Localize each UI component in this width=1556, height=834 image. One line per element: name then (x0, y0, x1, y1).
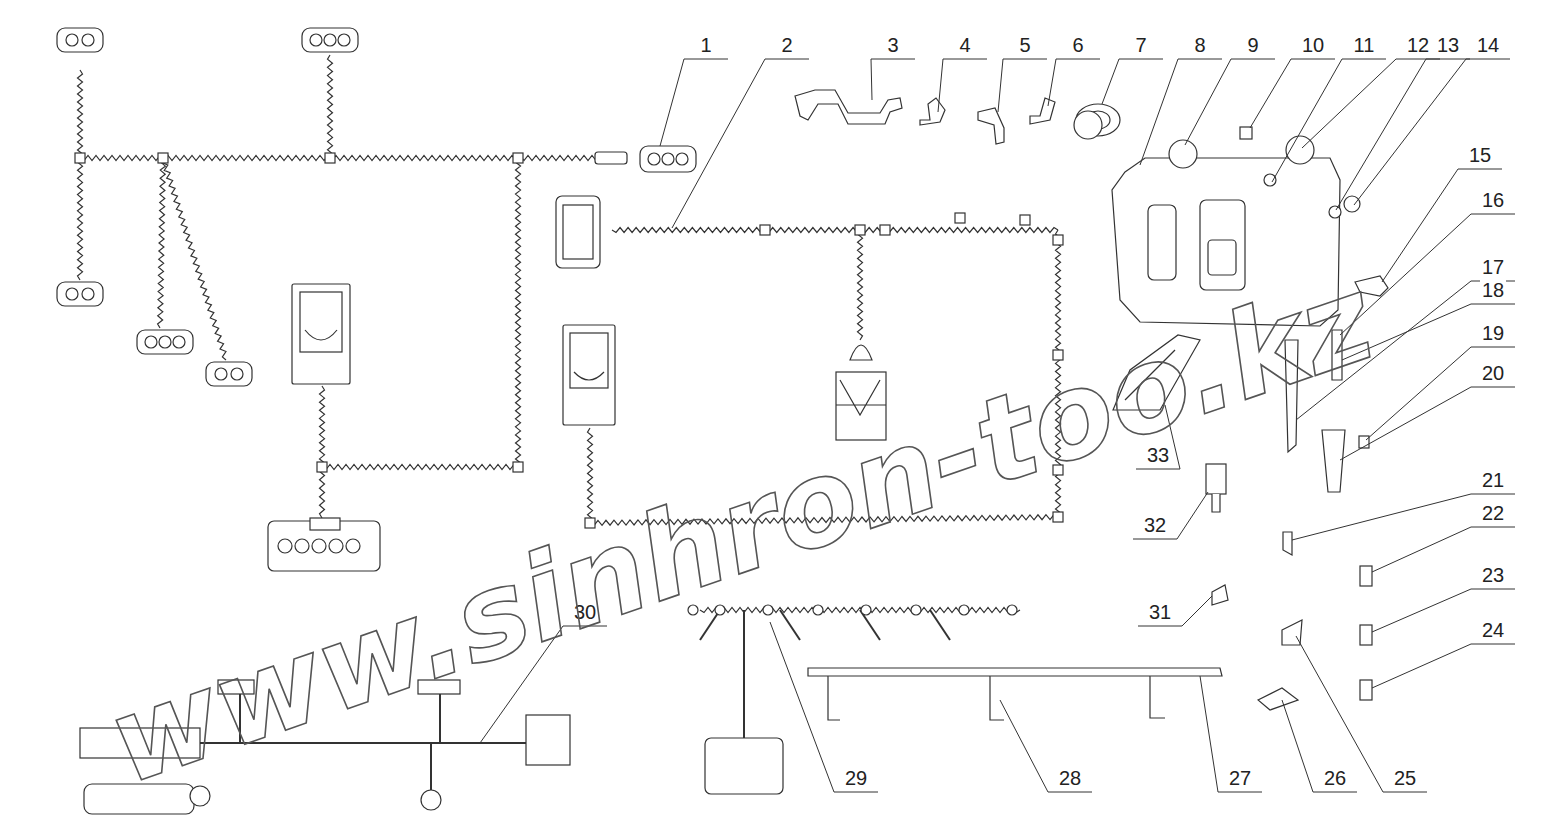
leader-line (1048, 59, 1100, 106)
wire (320, 467, 325, 518)
callout-number: 13 (1435, 34, 1461, 56)
callout-number: 7 (1133, 34, 1148, 56)
wire (858, 230, 863, 340)
wire (328, 55, 333, 158)
clip (317, 462, 327, 472)
clip (955, 213, 965, 223)
callout-number: 10 (1300, 34, 1326, 56)
terminal-eye (1007, 605, 1017, 615)
callout-number: 4 (957, 34, 972, 56)
wire (439, 694, 441, 743)
callout-number: 28 (1057, 767, 1083, 789)
callout-number: 17 (1480, 256, 1506, 278)
wire (516, 158, 521, 467)
leader-line (1336, 59, 1470, 210)
terminal-eye (715, 605, 725, 615)
callout-number: 3 (885, 34, 900, 56)
callout-number: 8 (1192, 34, 1207, 56)
leader-line (1292, 494, 1515, 540)
callout-number: 23 (1480, 564, 1506, 586)
callout-number: 14 (1475, 34, 1501, 56)
terminal-eye (763, 605, 773, 615)
leader-line (998, 59, 1047, 112)
leader-line (1302, 59, 1440, 148)
leader-line (1200, 676, 1262, 792)
callout-number: 20 (1480, 362, 1506, 384)
wire (320, 386, 325, 467)
clip (325, 153, 335, 163)
wire (78, 70, 83, 158)
callout-number: 29 (843, 767, 869, 789)
callout-number: 2 (779, 34, 794, 56)
callout-number: 21 (1480, 469, 1506, 491)
clip (880, 225, 890, 235)
callout-number: 18 (1480, 279, 1506, 301)
clip (513, 153, 523, 163)
leader-line (1282, 700, 1357, 792)
wire (78, 158, 83, 280)
leader-line (1133, 492, 1208, 539)
callout-number: 27 (1227, 767, 1253, 789)
leader-line (1140, 59, 1222, 165)
clip (855, 225, 865, 235)
clip (75, 153, 85, 163)
callout-number: 11 (1352, 34, 1377, 56)
terminal-eye (911, 605, 921, 615)
callout-number: 32 (1142, 514, 1168, 536)
callout-number: 9 (1245, 34, 1260, 56)
leader-line (938, 59, 987, 112)
wire (743, 610, 745, 738)
wire (158, 158, 166, 328)
clip (1053, 512, 1063, 522)
clip (760, 225, 770, 235)
leader-line (1272, 59, 1386, 182)
wire (430, 743, 432, 790)
clip (158, 153, 168, 163)
leader-line (1296, 636, 1427, 792)
leader-line (1372, 644, 1515, 688)
wire (322, 465, 518, 470)
callout-number: 12 (1405, 34, 1431, 56)
terminal-eye (959, 605, 969, 615)
leader-line (660, 59, 728, 146)
wire (612, 228, 1058, 233)
callout-number: 22 (1480, 502, 1506, 524)
callout-number: 25 (1392, 767, 1418, 789)
wire (780, 610, 800, 640)
terminal-eye (813, 605, 823, 615)
clip (1053, 235, 1063, 245)
callout-number: 24 (1480, 619, 1506, 641)
terminal-eye (861, 605, 871, 615)
wire (930, 610, 950, 640)
callout-number: 15 (1467, 144, 1493, 166)
leader-line (1340, 387, 1515, 460)
clip (1020, 215, 1030, 225)
clip (513, 462, 523, 472)
callout-number: 31 (1147, 601, 1173, 623)
leader-line (1366, 347, 1515, 440)
callout-number: 5 (1017, 34, 1032, 56)
leader-line (1102, 59, 1163, 104)
callout-number: 16 (1480, 189, 1506, 211)
leader-line (770, 622, 878, 792)
leader-line (1354, 59, 1510, 205)
leader-line (1185, 59, 1275, 145)
leader-line (1000, 700, 1092, 792)
callout-number: 6 (1070, 34, 1085, 56)
callout-number: 19 (1480, 322, 1506, 344)
leader-line (672, 59, 809, 228)
leader-line (1138, 596, 1212, 626)
wire (588, 428, 593, 523)
callout-number: 26 (1322, 767, 1348, 789)
callout-number: 1 (698, 34, 713, 56)
leader-line (871, 59, 915, 100)
